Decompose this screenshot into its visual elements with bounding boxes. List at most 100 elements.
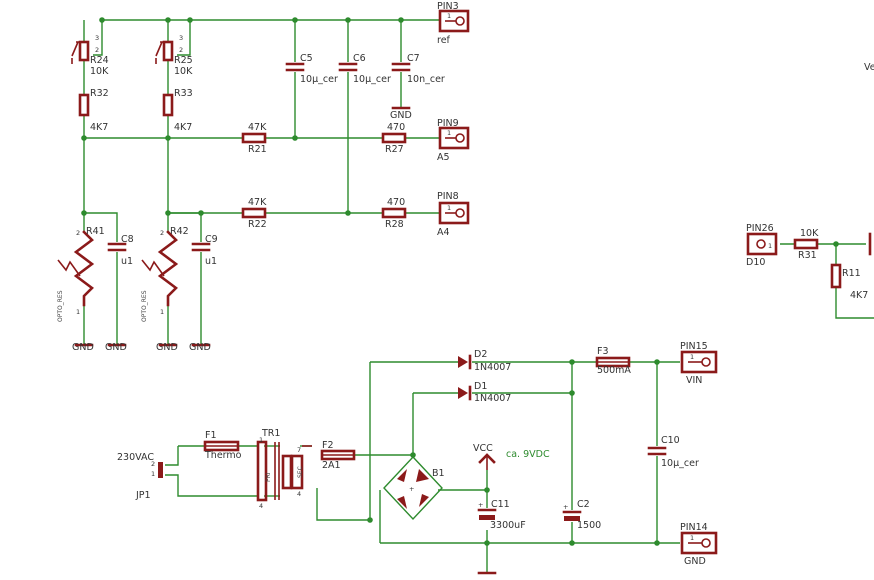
r31-value: 10K	[800, 228, 819, 239]
fuse-f2: F2 2A1	[320, 440, 356, 471]
c2-value: 1500	[577, 520, 601, 531]
svg-text:1: 1	[151, 470, 155, 478]
pin26-connector: 1 PIN26 D10	[746, 223, 778, 268]
cut-off-parts: Ve	[864, 62, 874, 256]
resistor-r28: 470 R28	[381, 197, 407, 230]
d2-value: 1N4007	[474, 362, 511, 373]
gnd-label: GND	[105, 342, 127, 353]
pin8-label: PIN8	[437, 191, 459, 202]
gnd-c8: GND	[105, 342, 127, 353]
c8-label: C8	[121, 234, 134, 245]
capacitor-c2: + C2 1500	[562, 499, 601, 531]
gnd-label: GND	[390, 110, 412, 121]
cut-label: Ve	[864, 62, 874, 73]
r22-value: 47K	[248, 197, 267, 208]
c10-value: 10µ_cer	[661, 458, 699, 469]
c8-value: u1	[121, 256, 133, 267]
b1-label: B1	[432, 468, 445, 479]
pin-num: 1	[447, 129, 451, 137]
capacitor-c8: C8 u1	[107, 234, 134, 267]
capacitor-c7: C7 10n_cer	[391, 53, 445, 85]
pin-num: 1	[690, 353, 694, 361]
c6-value: 10µ_cer	[353, 74, 391, 85]
capacitor-c10: C10 10µ_cer	[647, 435, 699, 469]
opto-resistor-r41: 2 1 R41 OPTO_RES	[57, 226, 105, 322]
resistor-r11: R11 4K7	[830, 263, 868, 301]
pin9-label: PIN9	[437, 118, 459, 129]
gnd-label: GND	[189, 342, 211, 353]
c7-value: 10n_cer	[407, 74, 445, 85]
capacitor-c6: C6 10µ_cer	[338, 53, 391, 85]
svg-text:7: 7	[297, 446, 301, 454]
gnd-label: GND	[156, 342, 178, 353]
r27-label: R27	[385, 144, 404, 155]
resistor-r32: R32 4K7	[78, 88, 109, 133]
r27-value: 470	[387, 122, 405, 133]
potentiometer-r24: 2 3 R24 10K	[71, 34, 109, 77]
resistor-r33: R33 4K7	[162, 88, 193, 133]
svg-text:3: 3	[179, 34, 183, 42]
r33-label: R33	[174, 88, 193, 99]
svg-text:4: 4	[259, 502, 263, 510]
c11-label: C11	[491, 499, 510, 510]
potentiometer-r25: 2 3 R25 10K	[155, 34, 193, 77]
f3-value: 500mA	[597, 365, 631, 376]
c5-value: 10µ_cer	[300, 74, 338, 85]
f2-label: F2	[322, 440, 334, 451]
pin-num: 1	[690, 534, 694, 542]
fuse-f1: F1 Thermo	[203, 430, 242, 461]
svg-text:2: 2	[151, 460, 155, 468]
opto-label: OPTO_RES	[57, 290, 64, 322]
c9-label: C9	[205, 234, 218, 245]
r24-value: 10K	[90, 66, 109, 77]
gnd-c7: GND	[390, 106, 412, 121]
svg-text:1: 1	[76, 308, 80, 316]
vac-label: 230VAC	[117, 452, 154, 463]
pin9-signal: A5	[437, 152, 450, 163]
capacitor-c5: C5 10µ_cer	[285, 53, 338, 85]
pin14-label: PIN14	[680, 522, 708, 533]
pin8-signal: A4	[437, 227, 450, 238]
svg-text:2: 2	[160, 229, 164, 237]
opto-resistor-r42: 2 1 R42 OPTO_RES	[141, 226, 189, 322]
capacitor-c9: C9 u1	[191, 234, 218, 267]
pin26-signal: D10	[746, 257, 765, 268]
diode-d1: D1 1N4007	[458, 381, 511, 404]
pin-num: 1	[447, 204, 451, 212]
vcc-label: VCC	[473, 443, 493, 454]
d1-value: 1N4007	[474, 393, 511, 404]
svg-text:+: +	[478, 501, 483, 509]
junctions	[81, 17, 839, 546]
pin8-connector: 1 PIN8 A4	[437, 191, 470, 238]
r32-value: 4K7	[90, 122, 108, 133]
d1-label: D1	[474, 381, 487, 392]
capacitor-c11: + C11 3300uF	[477, 499, 526, 531]
vcc-supply: VCC ca. 9VDC	[473, 443, 550, 470]
r28-label: R28	[385, 219, 404, 230]
jp1-label: JP1	[135, 490, 151, 501]
svg-text:2: 2	[76, 229, 80, 237]
pin3-connector: 1 PIN3 ref	[437, 1, 470, 46]
c9-value: u1	[205, 256, 217, 267]
vcc-note: ca. 9VDC	[506, 449, 550, 460]
f2-value: 2A1	[322, 460, 341, 471]
f1-value: Thermo	[204, 450, 242, 461]
gnd-c9: GND	[189, 342, 211, 353]
pin26-label: PIN26	[746, 223, 774, 234]
svg-text:2: 2	[95, 46, 99, 54]
bridge-rectifier-b1: B1 +	[383, 455, 445, 521]
r22-label: R22	[248, 219, 267, 230]
pin14-signal: GND	[684, 556, 706, 567]
pin14-connector: 1 PIN14 GND	[680, 522, 718, 567]
r11-label: R11	[842, 268, 861, 279]
tr1-label: TR1	[261, 428, 280, 439]
pin3-label: PIN3	[437, 1, 459, 12]
resistor-r21: 47K R21	[241, 122, 267, 155]
jumper-jp1: 2 1 230VAC JP1	[117, 452, 163, 501]
pin3-signal: ref	[437, 35, 451, 46]
fuse-f3: F3 500mA	[595, 346, 631, 376]
svg-text:1: 1	[160, 308, 164, 316]
r21-label: R21	[248, 144, 267, 155]
wires	[83, 19, 874, 572]
